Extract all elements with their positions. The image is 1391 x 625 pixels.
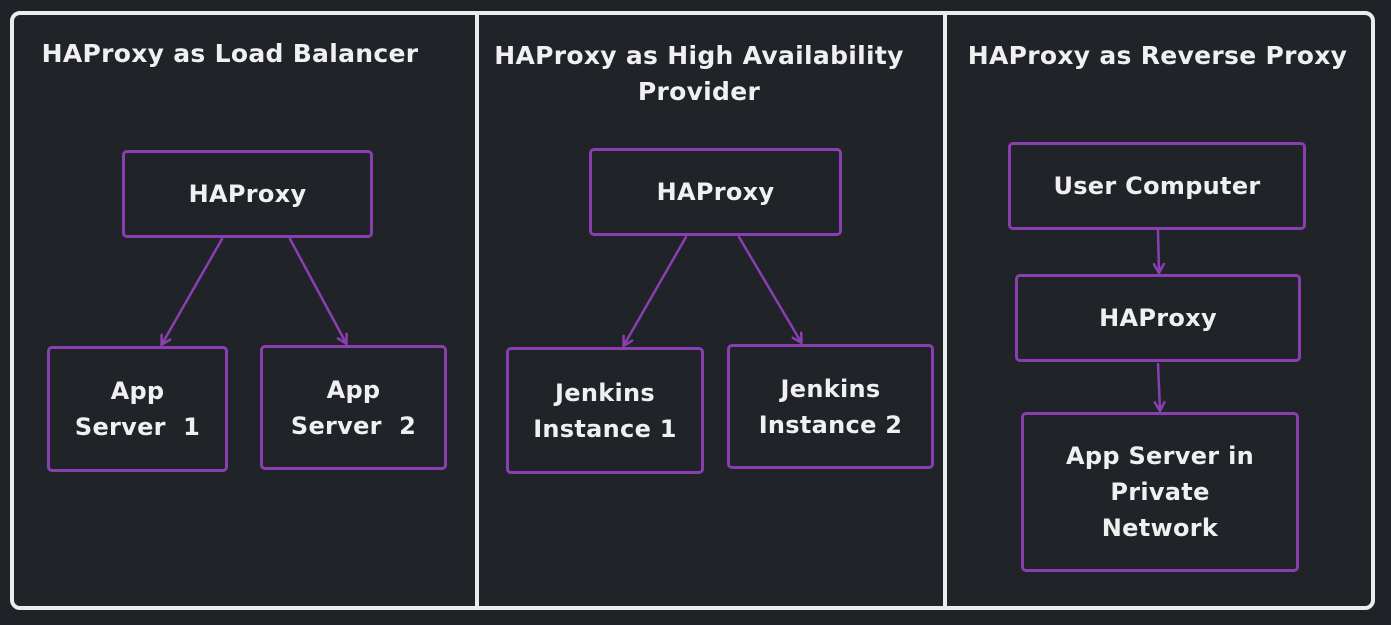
lb-app-server-2-node: App Server 2	[260, 345, 447, 470]
panel-divider-2	[943, 14, 947, 610]
ha-haproxy-node: HAProxy	[589, 148, 842, 236]
ha-jenkins-instance-2-node: Jenkins Instance 2	[727, 344, 934, 469]
panel-title-load-balancer: HAProxy as Load Balancer	[41, 39, 419, 68]
lb-haproxy-node: HAProxy	[122, 150, 373, 238]
panel-title-high-availability: HAProxy as High Availability Provider	[494, 41, 904, 106]
lb-app-server-1-node: App Server 1	[47, 346, 228, 472]
panel-title-reverse-proxy: HAProxy as Reverse Proxy	[967, 41, 1348, 70]
ha-jenkins-instance-1-node: Jenkins Instance 1	[506, 347, 704, 474]
rp-user-computer-node: User Computer	[1008, 142, 1306, 230]
panel-divider-1	[475, 14, 479, 610]
rp-haproxy-node: HAProxy	[1015, 274, 1301, 362]
rp-app-server-private-network-node: App Server in Private Network	[1021, 412, 1299, 572]
diagram-frame	[10, 11, 1375, 610]
